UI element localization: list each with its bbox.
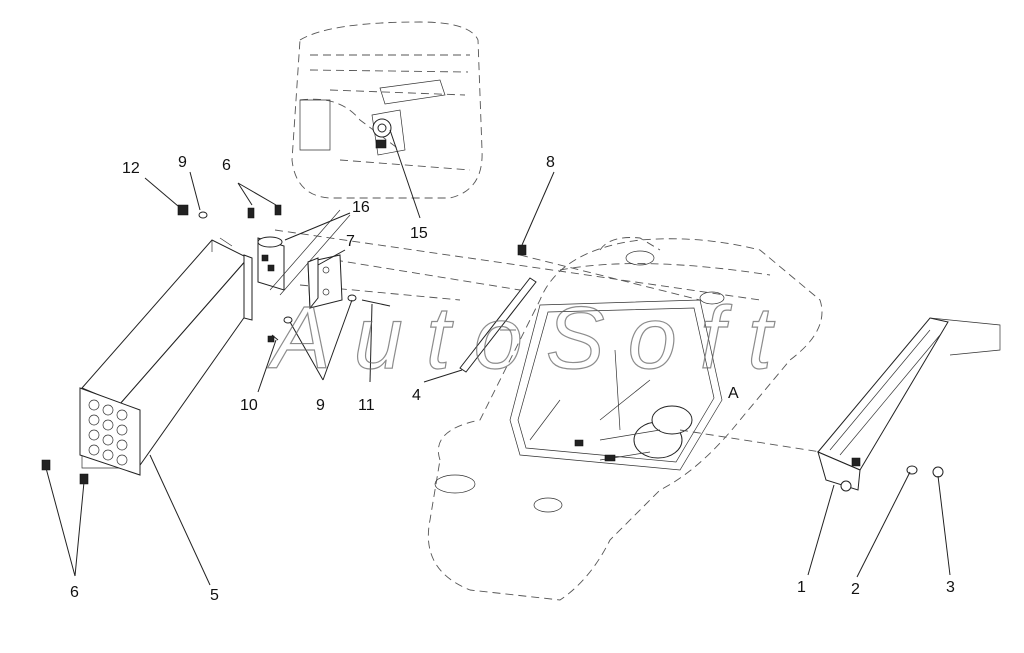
clip-6-top-b [274, 204, 282, 216]
floor-panel: A [427, 237, 823, 601]
callout-11: 11 [358, 397, 375, 414]
upper-detail-inset [291, 21, 483, 199]
washer-2 [906, 465, 918, 475]
callout-labels: 12 9 6 16 15 8 7 10 9 11 4 5 6 1 2 3 [70, 154, 955, 604]
part-5-housing [79, 237, 253, 476]
callout-7: 7 [346, 233, 355, 250]
part-7-bracket [307, 254, 343, 310]
nut-12 [177, 204, 189, 216]
callout-15: 15 [410, 225, 428, 242]
callout-1: 1 [797, 579, 806, 596]
washer-9-lower-a [283, 316, 293, 324]
part-4-rod [459, 277, 537, 373]
grille-openings [88, 399, 128, 466]
hardware [41, 204, 944, 485]
floor-mechanism [574, 349, 693, 462]
callout-6-bottom: 6 [70, 584, 79, 601]
callout-12: 12 [122, 160, 140, 177]
callout-9-lower: 9 [316, 397, 325, 414]
clip-8 [517, 244, 527, 256]
callout-9-top: 9 [178, 154, 187, 171]
callout-4: 4 [412, 387, 421, 404]
callout-5: 5 [210, 587, 219, 604]
clip-6-bottom-b [79, 473, 89, 485]
bolt-11 [361, 299, 391, 307]
clip-6-top-a [247, 207, 255, 219]
callout-6-top: 6 [222, 157, 231, 174]
clip-6-bottom-a [41, 459, 51, 471]
callout-2: 2 [851, 581, 860, 598]
washer-9-top [198, 211, 208, 219]
watermark-text: AutoSoft [267, 288, 776, 387]
part-16-unit [257, 209, 351, 296]
view-marker-label: A [728, 385, 739, 402]
callout-3: 3 [946, 579, 955, 596]
leader-lines [45, 129, 951, 586]
part-1-unit [817, 317, 1001, 492]
callout-10: 10 [240, 397, 258, 414]
callout-8: 8 [546, 154, 555, 171]
callout-16: 16 [352, 199, 370, 216]
nut-3 [932, 466, 944, 478]
